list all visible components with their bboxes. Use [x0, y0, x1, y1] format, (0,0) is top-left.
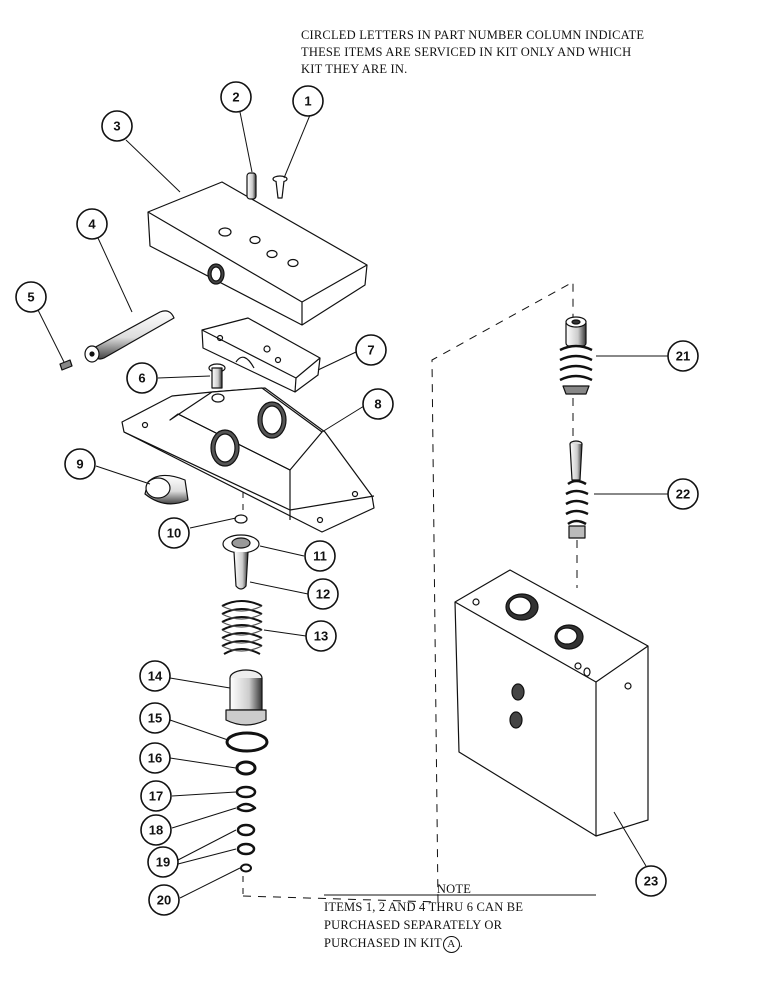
kit-note-line-2: THESE ITEMS ARE SERVICED IN KIT ONLY AND…	[301, 45, 632, 59]
callout-5	[15, 281, 47, 313]
callout-label-8: 8	[374, 397, 381, 412]
purchase-note-line-2: PURCHASED SEPARATELY OR	[324, 918, 503, 932]
callout-label-9: 9	[76, 457, 83, 472]
part-5-pin	[59, 359, 73, 371]
callout-18	[140, 814, 172, 846]
callout-label-17: 17	[149, 789, 163, 804]
part-13-spring	[221, 600, 263, 655]
callout-22	[667, 478, 699, 510]
callout-6	[126, 362, 158, 394]
kit-instruction-note: CIRCLED LETTERS IN PART NUMBER COLUMN IN…	[301, 27, 766, 78]
callout-label-11: 11	[313, 549, 327, 564]
part-11-12-poppet	[222, 534, 260, 590]
callout-label-13: 13	[314, 629, 328, 644]
callout-label-12: 12	[316, 587, 330, 602]
kit-letter-badge: A	[442, 936, 460, 953]
callout-label-22: 22	[676, 487, 690, 502]
part-4-shaft	[84, 310, 175, 363]
callout-label-3: 3	[113, 119, 120, 134]
part-7-bracket	[201, 317, 321, 393]
callout-label-18: 18	[149, 823, 163, 838]
callout-12	[307, 578, 339, 610]
callout-9	[64, 448, 96, 480]
callout-7	[355, 334, 387, 366]
part-1-screw	[272, 175, 288, 199]
callout-label-1: 1	[304, 94, 311, 109]
part-21-retainer	[559, 316, 593, 395]
callout-20	[148, 884, 180, 916]
callout-2	[220, 81, 252, 113]
kit-note-line-1: CIRCLED LETTERS IN PART NUMBER COLUMN IN…	[301, 28, 645, 42]
part-23-valve-body	[454, 569, 649, 837]
callout-1	[292, 85, 324, 117]
kit-boundary	[242, 281, 578, 903]
part-14-piston	[225, 669, 267, 726]
purchase-note-line-1: ITEMS 1, 2 AND 4 THRU 6 CAN BE	[324, 900, 524, 914]
callout-label-15: 15	[148, 711, 162, 726]
callout-label-19: 19	[156, 855, 170, 870]
callout-label-23: 23	[644, 874, 658, 889]
part-2-set-screw	[246, 172, 257, 200]
kit-note-line-3: KIT THEY ARE IN.	[301, 62, 408, 76]
note-heading: NOTE	[436, 882, 472, 896]
callout-label-14: 14	[148, 669, 163, 684]
part-10-washer	[234, 514, 248, 524]
callout-10	[158, 517, 190, 549]
callout-17	[140, 780, 172, 812]
callout-8	[362, 388, 394, 420]
part-3-cover-plate	[147, 181, 368, 326]
part-22-spool	[565, 440, 589, 539]
purchase-note-line-3-text: PURCHASED IN KIT	[324, 936, 442, 950]
callout-label-7: 7	[367, 343, 374, 358]
callout-13	[305, 620, 337, 652]
callout-19	[147, 846, 179, 878]
callout-23	[635, 865, 667, 897]
callout-3	[101, 110, 133, 142]
parts-16-20-rings	[235, 760, 257, 873]
callout-4	[76, 208, 108, 240]
purchase-note: NOTE ITEMS 1, 2 AND 4 THRU 6 CAN BE PURC…	[324, 880, 604, 953]
callouts	[15, 81, 699, 916]
callout-label-5: 5	[27, 290, 34, 305]
callout-21	[667, 340, 699, 372]
part-15-o-ring	[225, 731, 269, 753]
part-8-housing	[121, 387, 375, 533]
callout-label-10: 10	[167, 526, 181, 541]
callout-label-4: 4	[88, 217, 96, 232]
purchase-note-period: .	[459, 936, 464, 950]
callout-16	[139, 742, 171, 774]
callout-11	[304, 540, 336, 572]
part-6-cap-screw	[208, 363, 226, 389]
part-9-plug	[144, 474, 189, 505]
leader-lines	[37, 111, 668, 899]
callout-15	[139, 702, 171, 734]
callout-label-2: 2	[232, 90, 239, 105]
callout-label-16: 16	[148, 751, 162, 766]
callout-14	[139, 660, 171, 692]
callout-label-20: 20	[157, 893, 171, 908]
callout-label-21: 21	[676, 349, 690, 364]
callout-label-6: 6	[138, 371, 145, 386]
